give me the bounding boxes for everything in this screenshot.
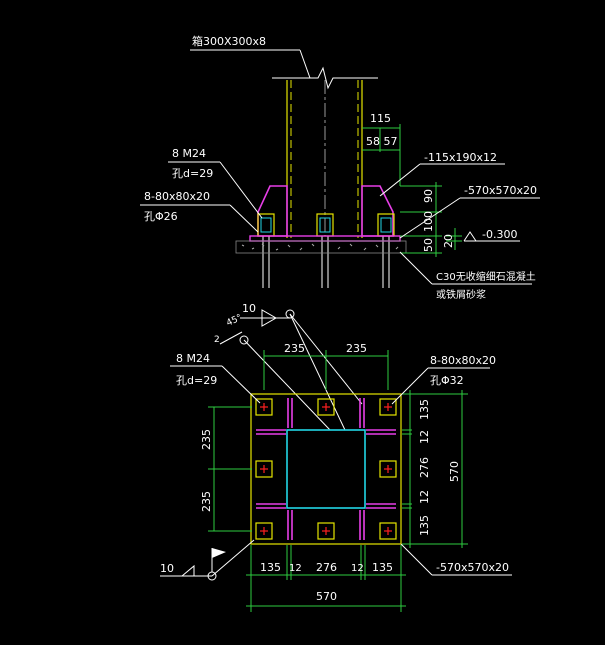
break-line xyxy=(272,66,378,90)
plan-top-235-b: 235 xyxy=(346,342,367,355)
stiffener-label: -115x190x12 xyxy=(424,151,497,164)
stiffeners-plan xyxy=(256,398,396,540)
dim-50: 50 xyxy=(422,238,435,252)
plan-bolt-count: 8 M24 xyxy=(176,352,210,365)
bolt-right xyxy=(377,213,395,288)
baseplate-elev-label: -570x570x20 xyxy=(464,184,537,197)
bolt-mr xyxy=(379,460,397,478)
elevation-view: 箱300X300x8 xyxy=(140,34,540,301)
bolt-br xyxy=(379,522,397,540)
plan-bot-12-b: 12 xyxy=(351,563,364,574)
column-label: 箱300X300x8 xyxy=(192,34,266,48)
grout-label-2: 或铁屑砂浆 xyxy=(436,288,486,301)
plan-bolt-hole: 孔d=29 xyxy=(176,374,217,387)
plan-washer-hole: 孔Φ32 xyxy=(430,374,464,387)
stiffener-left xyxy=(257,185,288,237)
washer-elev-hole: 孔Φ26 xyxy=(144,210,178,223)
plan-right-135-b: 135 xyxy=(418,515,431,536)
dim-90: 90 xyxy=(422,189,435,203)
column-plan xyxy=(286,429,366,509)
plan-bot-12-a: 12 xyxy=(289,563,302,574)
weld-bottom: 10 xyxy=(160,562,174,575)
bolt-tl xyxy=(255,398,273,416)
plan-right-276: 276 xyxy=(418,457,431,478)
plan-right-135-a: 135 xyxy=(418,399,431,420)
weld-symbol: 10 45° 2 xyxy=(214,302,363,431)
weld-gap: 2 xyxy=(214,335,220,345)
elev-level: -0.300 xyxy=(482,228,517,241)
plan-baseplate-label: -570x570x20 xyxy=(436,561,509,574)
grout-label-1: C30无收缩细石混凝土 xyxy=(436,270,536,283)
bolt-bc xyxy=(317,522,335,540)
weld-angle: 45° xyxy=(225,313,244,329)
plan-washer-count: 8-80x80x20 xyxy=(430,354,496,367)
washer-elev-count: 8-80x80x20 xyxy=(144,190,210,203)
bolt-elev-hole: 孔d=29 xyxy=(172,167,213,180)
bolt-bl xyxy=(255,522,273,540)
dim-20: 20 xyxy=(442,234,455,248)
grout-layer xyxy=(235,240,407,254)
plan-bot-276: 276 xyxy=(316,561,337,574)
weld-size: 10 xyxy=(242,302,256,315)
plan-left-235-b: 235 xyxy=(200,491,213,512)
bolt-tc xyxy=(317,398,335,416)
stiffener-right xyxy=(361,185,394,237)
plan-view: 235 235 235 235 135 12 276 12 135 570 13… xyxy=(160,342,512,612)
plan-top-235-a: 235 xyxy=(284,342,305,355)
baseplate-plan xyxy=(250,393,402,545)
plan-bot-570: 570 xyxy=(316,590,337,603)
bolt-elev-count: 8 M24 xyxy=(172,147,206,160)
plan-bot-135-b: 135 xyxy=(372,561,393,574)
plan-left-235-a: 235 xyxy=(200,429,213,450)
plan-bot-135-a: 135 xyxy=(260,561,281,574)
plan-right-12-b: 12 xyxy=(418,490,431,504)
dim-115: 115 xyxy=(370,112,391,125)
bolt-ml xyxy=(255,460,273,478)
bolt-tr xyxy=(379,398,397,416)
dim-58-57: 58 57 xyxy=(366,135,398,148)
plan-right-570: 570 xyxy=(448,461,461,482)
bolt-left xyxy=(257,213,275,288)
plan-right-12-a: 12 xyxy=(418,430,431,444)
